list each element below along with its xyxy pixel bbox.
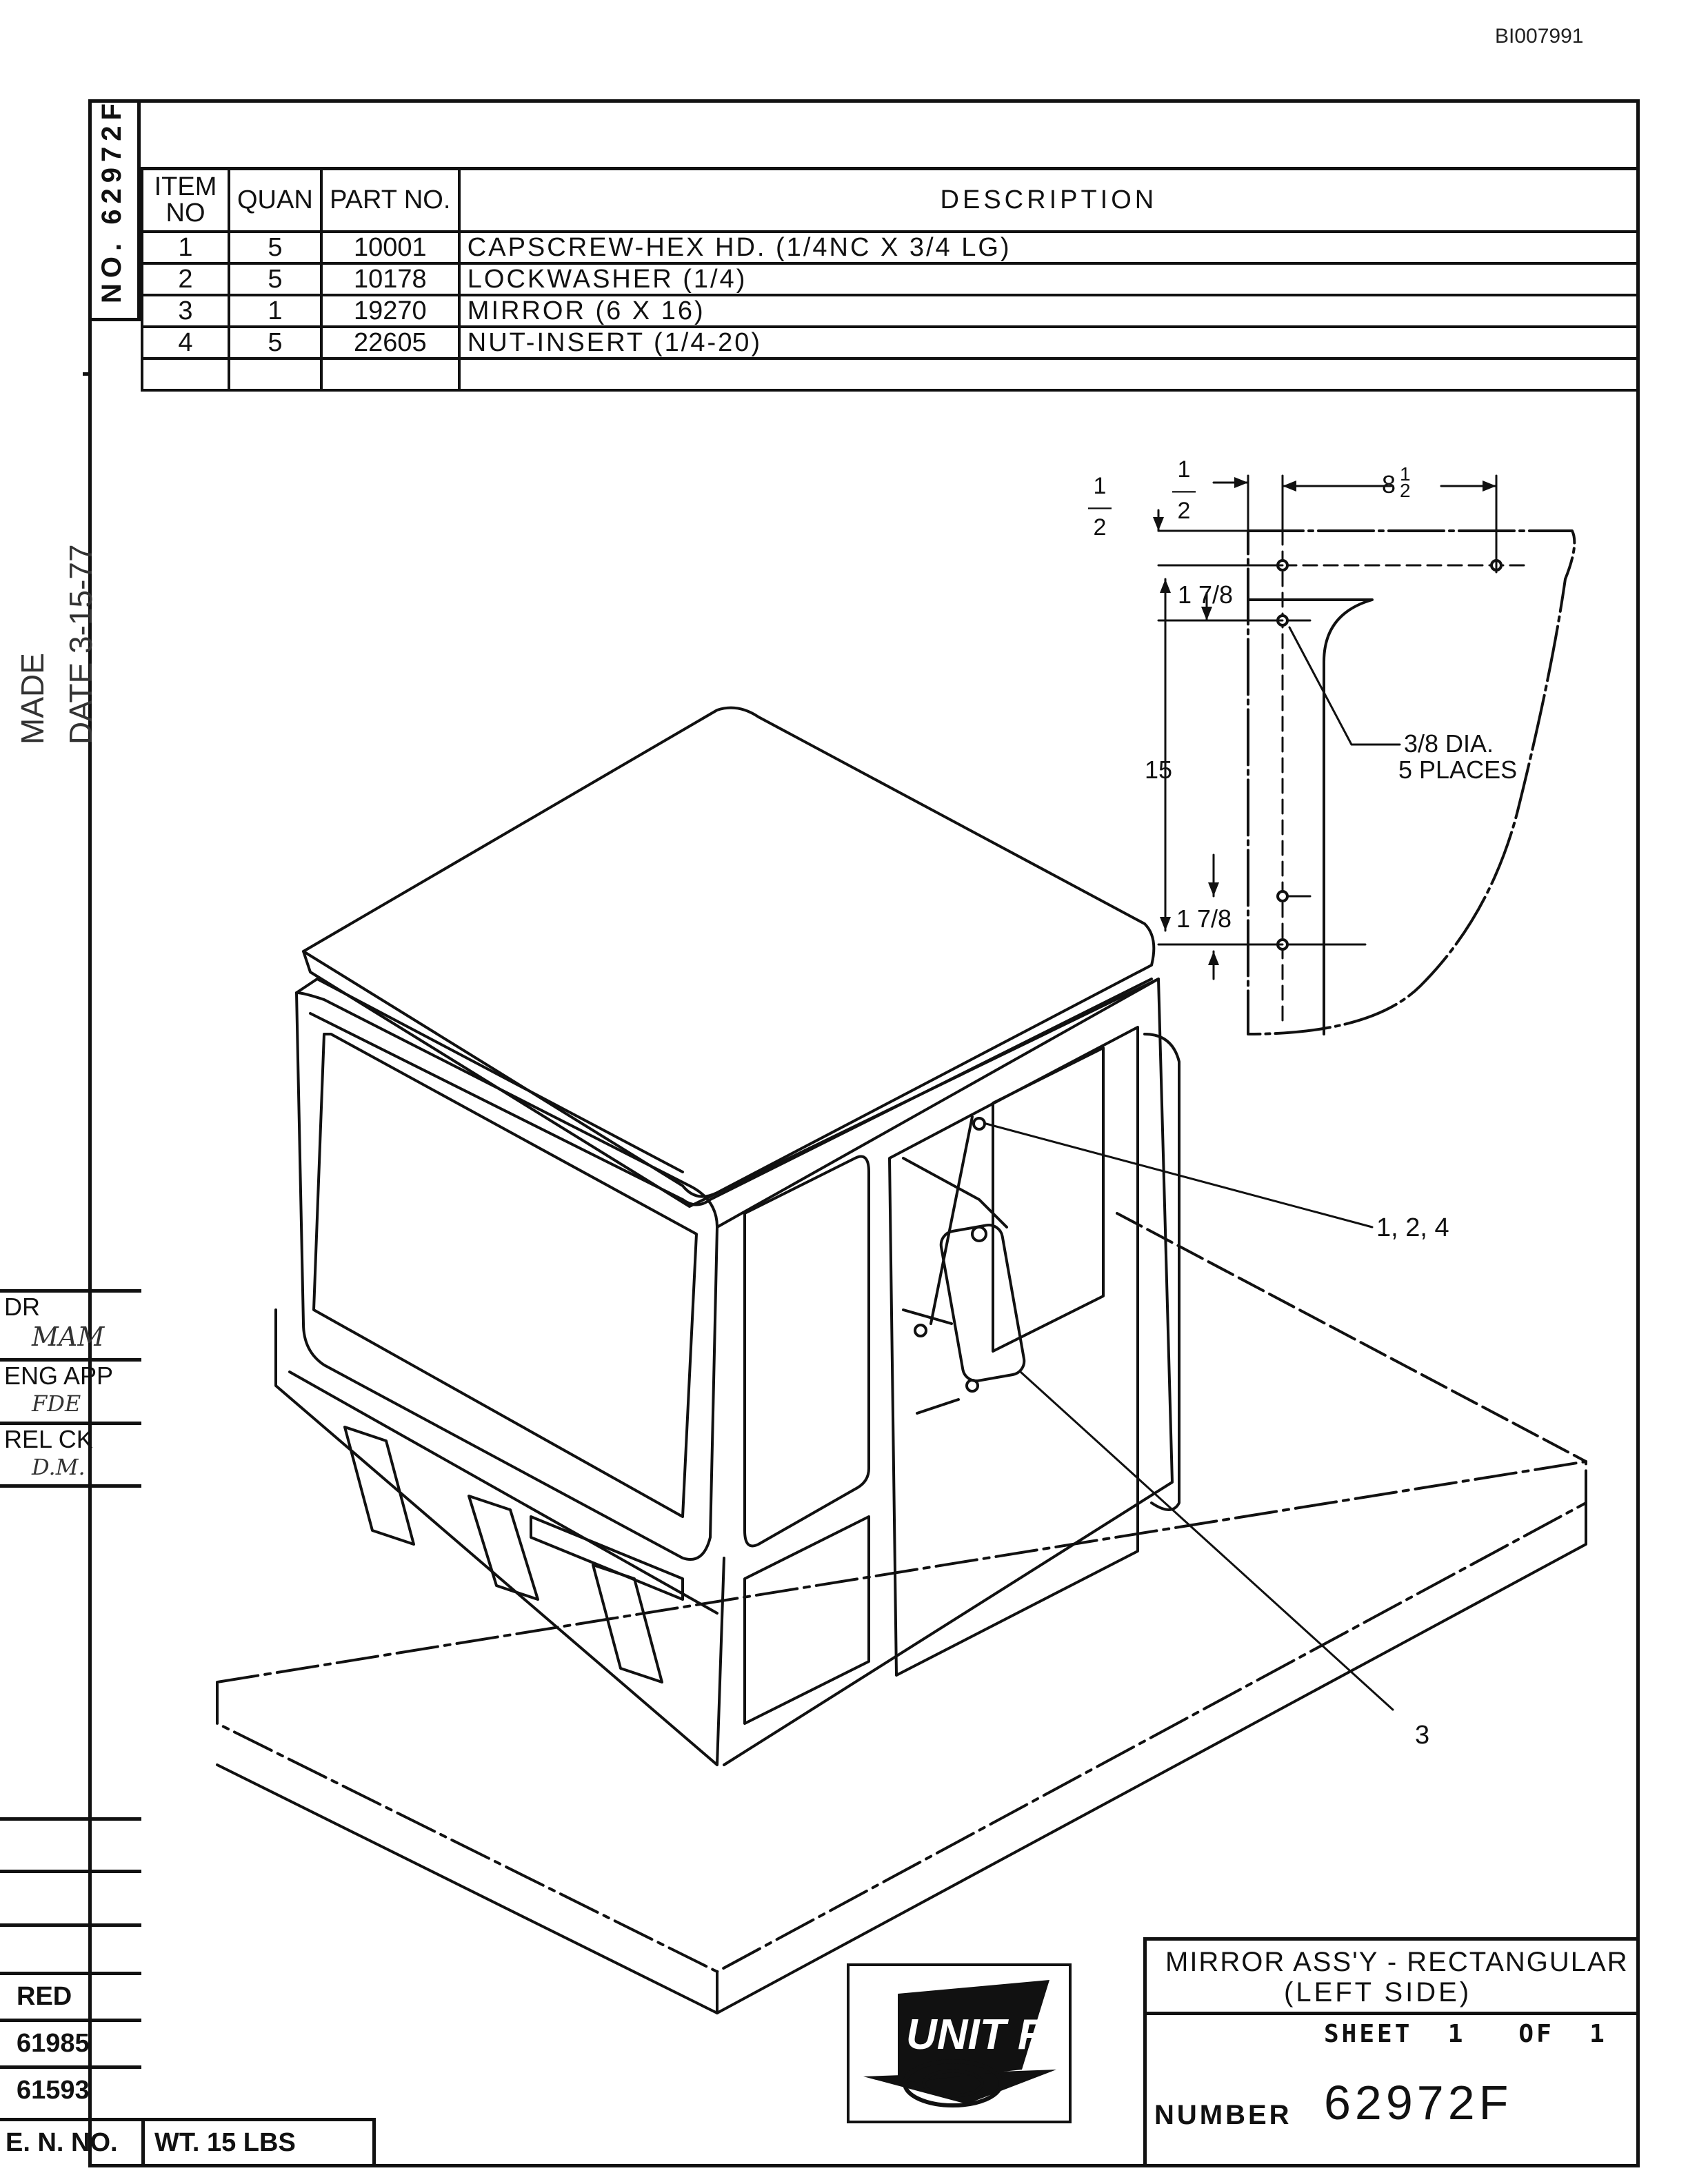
dim-half: 1—2 (1172, 456, 1196, 524)
bom-row: 4 5 22605 NUT-INSERT (1/4-20) (141, 325, 1640, 360)
left-row-61593: 61593 (0, 2065, 141, 2112)
sheet-info: SHEET 1 OF 1 (1324, 2020, 1607, 2048)
drawing-number: 62972F (1324, 2076, 1513, 2130)
signoff-rel-ck: REL CK D.M. (0, 1422, 141, 1488)
document-reference: BI007991 (1495, 25, 1584, 48)
logo-icon: UNIT RIG (863, 1980, 1094, 2107)
bom-row-empty (141, 357, 1640, 392)
dim-8-half-whole: 8 (1382, 470, 1396, 498)
header-part: PART NO. (319, 167, 461, 233)
drawing-number-strip (88, 99, 141, 321)
callout-item-3: 3 (1415, 1721, 1430, 1750)
bom-item: 4 (141, 325, 230, 360)
bom-row: 3 1 19270 MIRROR (6 X 16) (141, 294, 1640, 328)
bom-part: 22605 (319, 325, 461, 360)
margin-tick (83, 372, 90, 376)
hole-note-places: 5 PLACES (1398, 756, 1518, 784)
header-quan: QUAN (228, 167, 323, 233)
signoff-eng-app: ENG APP FDE (0, 1358, 141, 1417)
dim-1-7-8-bottom: 1 7/8 (1176, 904, 1232, 933)
signoff-value: D.M. (32, 1454, 86, 1480)
bom-item: 3 (141, 294, 230, 328)
left-row-en-no: E. N. NO. (0, 2118, 141, 2165)
callout-items-1-2-4: 1, 2, 4 (1376, 1213, 1449, 1242)
bom-desc: CAPSCREW-HEX HD. (1/4NC X 3/4 LG) (457, 230, 1640, 265)
signoff-label: DR (4, 1293, 40, 1321)
bom-item: 1 (141, 230, 230, 265)
hole-note-dia: 3/8 DIA. (1404, 729, 1494, 758)
left-row-red: RED (0, 1972, 141, 2019)
drawing-subtitle: (LEFT SIDE) (1284, 1977, 1472, 2008)
bom-quan: 5 (228, 230, 323, 265)
number-label: NUMBER (1154, 2100, 1292, 2130)
signoff-value: MAM (32, 1322, 105, 1352)
bom-part: 19270 (319, 294, 461, 328)
bom-part: 10178 (319, 262, 461, 296)
bill-of-materials: ITEM NO QUAN PART NO. DESCRIPTION 1 5 10… (141, 167, 1640, 392)
left-rule (0, 1870, 141, 1873)
bom-desc: LOCKWASHER (1/4) (457, 262, 1640, 296)
bom-quan: 1 (228, 294, 323, 328)
header-item: ITEM NO (141, 167, 230, 233)
dim-1-7-8-top: 1 7/8 (1178, 580, 1234, 609)
drawing-frame (88, 99, 1640, 2167)
signoff-label: ENG APP (4, 1362, 114, 1390)
bom-part: 10001 (319, 230, 461, 265)
bom-desc: MIRROR (6 X 16) (457, 294, 1640, 328)
signoff-label: REL CK (4, 1425, 93, 1453)
header-description: DESCRIPTION (457, 167, 1640, 233)
title-divider (1143, 2012, 1640, 2015)
signoff-value: FDE (32, 1391, 81, 1417)
left-row-61985: 61985 (0, 2019, 141, 2065)
drawing-title: MIRROR ASS'Y - RECTANGULAR (1165, 1947, 1629, 1977)
weight-field: WT. 15 LBS (141, 2118, 376, 2166)
left-rule (0, 1817, 141, 1821)
bom-row: 1 5 10001 CAPSCREW-HEX HD. (1/4NC X 3/4 … (141, 230, 1640, 265)
unit-rig-logo: UNIT RIG (847, 1963, 1094, 2123)
bom-item: 2 (141, 262, 230, 296)
bom-quan: 5 (228, 325, 323, 360)
left-rule (0, 1923, 141, 1927)
bom-desc: NUT-INSERT (1/4-20) (457, 325, 1640, 360)
dim-15: 15 (1145, 756, 1173, 784)
logo-text: UNIT RIG (906, 2011, 1069, 2059)
bom-row: 2 5 10178 LOCKWASHER (1/4) (141, 262, 1640, 296)
bom-quan: 5 (228, 262, 323, 296)
dim-1-half: 1—2 (1088, 473, 1112, 540)
title-block (1143, 1937, 1640, 2167)
signoff-drawn: DR MAM (0, 1289, 141, 1352)
